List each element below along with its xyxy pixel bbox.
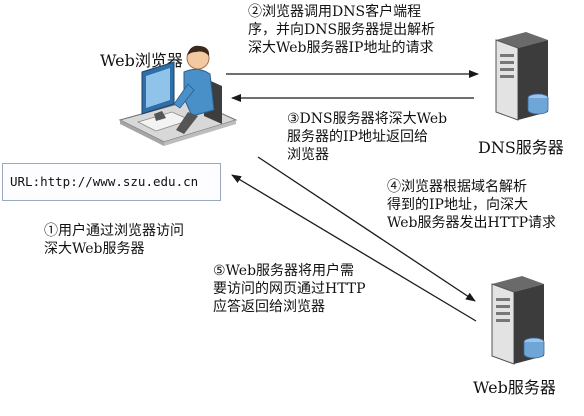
arrow-step-5-http-response [231, 174, 477, 322]
web-server-label: Web服务器 [473, 378, 556, 397]
dns-server-label: DNS服务器 [478, 138, 564, 157]
step-2-text: ②浏览器调用DNS客户端程 序，并向DNS服务器提出解析 深大Web服务器IP地… [248, 4, 436, 56]
step-4-text: ④浏览器根据域名解析 得到的IP地址，向深大 Web服务器发出HTTP请求 [387, 179, 557, 231]
url-address-box: URL:http://www.szu.edu.cn [2, 163, 221, 201]
user-at-computer-icon [118, 45, 238, 146]
step-5-text: ⑤Web服务器将用户需 要访问的网页通过HTTP 应答返回给浏览器 [213, 263, 366, 315]
step-3-text: ③DNS服务器将深大Web 服务器的IP地址返回给 浏览器 [287, 111, 448, 163]
web-server-icon [491, 276, 545, 365]
arrow-step-4-http-request [257, 156, 476, 302]
dns-server-icon [495, 32, 549, 121]
step-1-text: ①用户通过浏览器访问 深大Web服务器 [44, 223, 184, 257]
